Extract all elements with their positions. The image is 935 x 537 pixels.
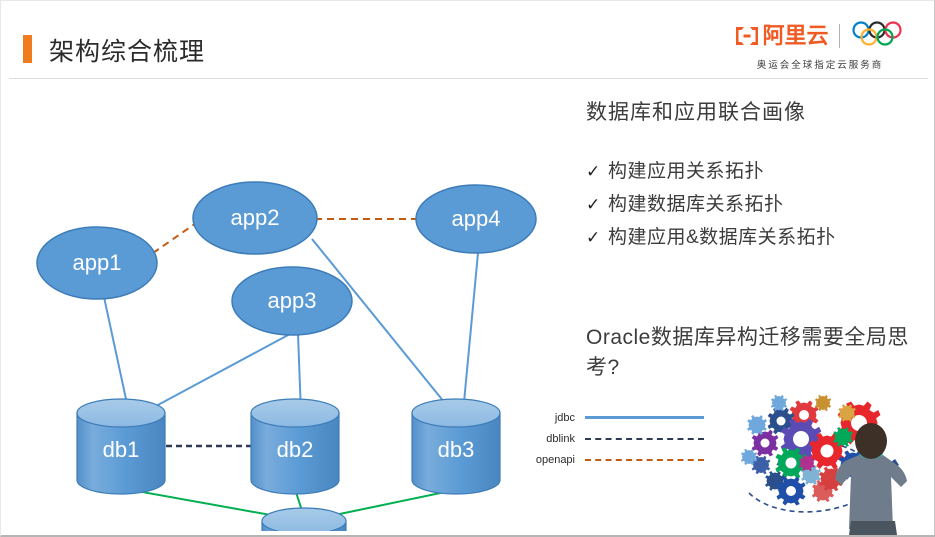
list-item: ✓ 构建数据库关系拓扑	[586, 189, 931, 216]
brand-logo: 阿里云 奥运会全球指定云服务商	[726, 19, 914, 71]
node-label-app1: app1	[73, 250, 122, 275]
header-divider	[9, 78, 928, 79]
node-app1[interactable]: app1	[36, 226, 158, 300]
legend-item-jdbc: jdbc	[519, 407, 704, 428]
legend-label-jdbc: jdbc	[554, 411, 575, 424]
legend-swatch-openapi	[585, 458, 704, 461]
legend-swatch-dblink	[585, 437, 704, 440]
alibaba-cloud-logo-icon	[732, 24, 762, 48]
topology-heading: 数据库和应用联合画像	[586, 101, 806, 124]
bullet-label: 构建数据库关系拓扑	[608, 194, 784, 215]
migration-question-text: Oracle数据库异构迁移需要全局思考?	[586, 326, 909, 380]
node-db4[interactable]: db4	[261, 507, 347, 531]
node-db3[interactable]: db3	[411, 398, 501, 495]
bullet-label: 构建应用关系拓扑	[608, 161, 765, 182]
olympic-rings-icon	[850, 20, 908, 52]
brand-name: 阿里云	[762, 23, 829, 48]
brand-tagline: 奥运会全球指定云服务商	[756, 60, 884, 71]
brand-divider	[838, 24, 840, 48]
node-label-db3: db3	[438, 437, 475, 462]
man-drawing-gears-illustration	[719, 393, 929, 535]
check-icon: ✓	[586, 228, 601, 247]
list-item: ✓ 构建应用关系拓扑	[586, 156, 931, 183]
feature-bullet-list: ✓ 构建应用关系拓扑 ✓ 构建数据库关系拓扑 ✓ 构建应用&数据库关系拓扑	[586, 156, 931, 249]
slide-header: 架构综合梳理 阿里云	[1, 1, 934, 79]
node-label-app4: app4	[452, 206, 501, 231]
right-text-column: 数据库和应用联合画像 ✓ 构建应用关系拓扑 ✓ 构建数据库关系拓扑 ✓ 构建应用…	[586, 96, 931, 255]
node-app3[interactable]: app3	[231, 266, 353, 336]
legend-swatch-jdbc	[585, 416, 704, 419]
edge-app4-db3	[462, 252, 479, 414]
edge-app3-db1	[142, 333, 291, 414]
node-app2[interactable]: app2	[192, 181, 318, 255]
node-db2[interactable]: db2	[250, 398, 340, 495]
legend-label-openapi: openapi	[535, 453, 575, 466]
list-item: ✓ 构建应用&数据库关系拓扑	[586, 222, 931, 249]
edge-app1-app2	[152, 220, 200, 254]
brand-logo-row: 阿里云	[726, 19, 914, 53]
legend-item-dblink: dblink	[519, 428, 704, 449]
check-icon: ✓	[586, 162, 601, 181]
legend-label-dblink: dblink	[546, 432, 575, 445]
node-label-db1: db1	[103, 437, 140, 462]
node-label-app3: app3	[268, 288, 317, 313]
node-app4[interactable]: app4	[415, 184, 537, 254]
legend-item-openapi: openapi	[519, 449, 704, 470]
node-label-app2: app2	[231, 205, 280, 230]
node-label-db2: db2	[277, 437, 314, 462]
title-accent-bar	[23, 35, 32, 63]
architecture-topology-diagram: app1 app2 app3 app4 db1	[1, 81, 561, 531]
bullet-label: 构建应用&数据库关系拓扑	[608, 227, 836, 248]
node-db1[interactable]: db1	[76, 398, 166, 495]
check-icon: ✓	[586, 195, 601, 214]
edge-app2-db3	[311, 238, 454, 414]
edge-app1-db1	[103, 296, 130, 414]
edge-type-legend: jdbc dblink openapi	[519, 407, 704, 470]
page-title: 架构综合梳理	[49, 38, 206, 66]
